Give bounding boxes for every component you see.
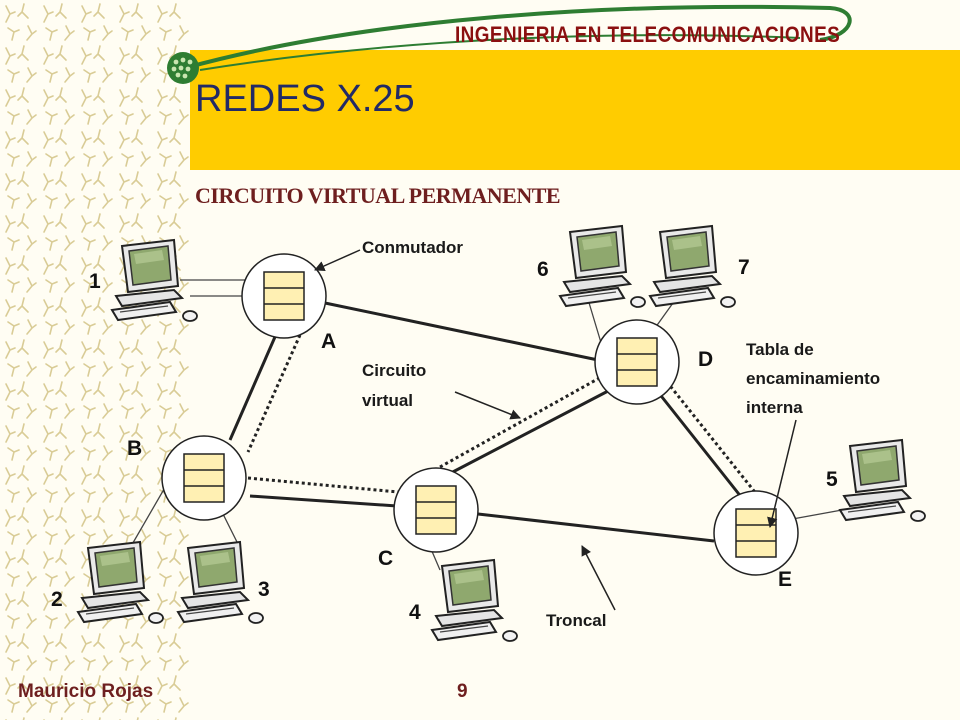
globe-icon bbox=[167, 52, 199, 84]
trunk-annotation: Troncal bbox=[546, 611, 607, 630]
switch-B bbox=[161, 435, 247, 521]
virtual-circuit-annotation-line2: virtual bbox=[362, 391, 414, 410]
virtual-circuit-path bbox=[246, 334, 768, 507]
computer-7-icon bbox=[649, 225, 736, 308]
switch-D bbox=[594, 319, 680, 405]
switch-A bbox=[241, 253, 327, 339]
computer-6-icon bbox=[559, 225, 646, 308]
trunk-lines bbox=[228, 301, 744, 543]
terminal-label-3: 3 bbox=[258, 578, 270, 601]
switch-label-E: E bbox=[778, 568, 793, 591]
page-subtitle: CIRCUITO VIRTUAL PERMANENTE bbox=[195, 183, 561, 208]
computer-2-icon bbox=[77, 541, 164, 624]
computer-5-icon bbox=[839, 439, 926, 522]
terminal-label-6: 6 bbox=[537, 258, 549, 281]
page-title: REDES X.25 bbox=[195, 78, 415, 120]
terminal-label-4: 4 bbox=[409, 601, 421, 624]
computer-3-icon bbox=[177, 541, 264, 624]
switch-annotation: Conmutador bbox=[362, 238, 464, 257]
header-swoosh bbox=[167, 4, 852, 84]
switch-label-B: B bbox=[127, 437, 143, 460]
terminal-label-1: 1 bbox=[89, 270, 101, 293]
switch-label-A: A bbox=[321, 330, 337, 353]
footer-author: Mauricio Rojas bbox=[18, 681, 154, 702]
brand-name: INGENIERIA EN TELECOMUNICACIONES bbox=[455, 22, 841, 47]
switch-label-C: C bbox=[378, 547, 394, 570]
routing-table-annotation-line2: encaminamiento bbox=[746, 369, 881, 388]
computer-4-icon bbox=[431, 559, 518, 642]
switch-C bbox=[393, 467, 479, 553]
virtual-circuit-pointer-arrow bbox=[454, 391, 521, 420]
page-number: 9 bbox=[457, 681, 468, 702]
switch-pointer-arrow bbox=[314, 249, 361, 271]
terminal-label-2: 2 bbox=[51, 588, 63, 611]
routing-table-pointer-arrow bbox=[767, 419, 797, 529]
switch-E bbox=[713, 490, 799, 576]
terminal-label-5: 5 bbox=[826, 468, 838, 491]
trunk-pointer-arrow bbox=[581, 545, 616, 611]
switch-label-D: D bbox=[698, 348, 714, 371]
terminal-label-7: 7 bbox=[738, 256, 750, 279]
header-band bbox=[190, 50, 960, 170]
virtual-circuit-annotation-line1: Circuito bbox=[362, 361, 427, 380]
routing-table-annotation-line1: Tabla de bbox=[746, 340, 814, 359]
routing-table-annotation-line3: interna bbox=[746, 398, 803, 417]
